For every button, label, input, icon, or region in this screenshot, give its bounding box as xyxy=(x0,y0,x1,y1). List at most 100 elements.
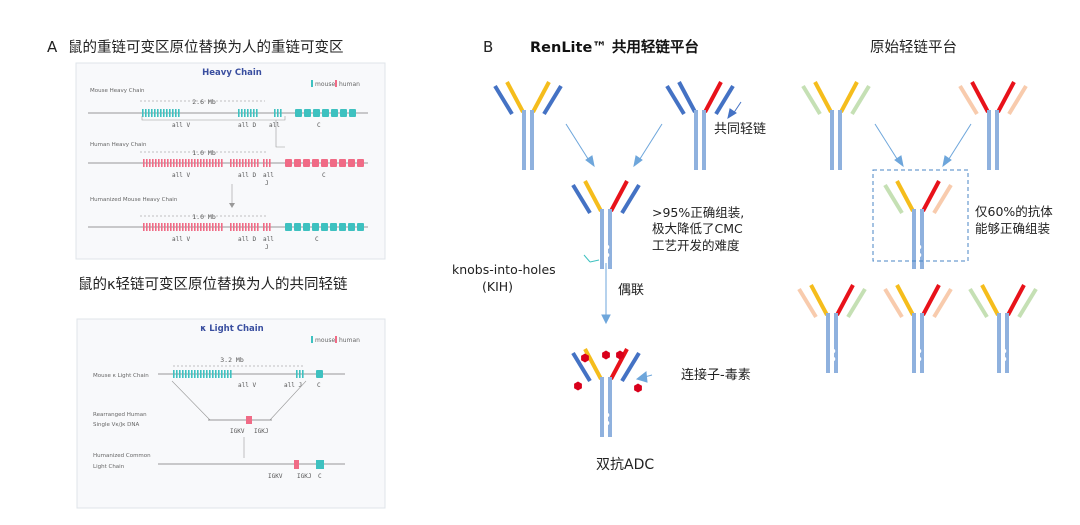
payload-toxin xyxy=(616,350,624,360)
jh-segment xyxy=(263,223,265,231)
vh-segment xyxy=(194,223,196,231)
ch-segment xyxy=(321,223,328,231)
vh-segment xyxy=(182,159,184,167)
vk-segment xyxy=(221,370,223,378)
vh-segment xyxy=(157,109,159,117)
vk-segment xyxy=(209,370,211,378)
ch-segment xyxy=(312,223,319,231)
vh-segment xyxy=(215,159,217,167)
light-row3-igkj: IGKJ xyxy=(297,473,311,480)
light-legend-mouse: mouse xyxy=(315,337,335,344)
heavy-arm-right xyxy=(531,81,551,113)
vh-segment xyxy=(158,223,160,231)
vh-segment xyxy=(169,109,171,117)
light-row3-igkv: IGKV xyxy=(268,473,283,480)
dh-segment xyxy=(230,159,232,167)
vh-segment xyxy=(146,223,148,231)
linker-label: 连接子-毒素 xyxy=(681,367,751,383)
light-legend-human: human xyxy=(339,337,360,344)
dh-segment xyxy=(242,223,244,231)
vh-segment xyxy=(221,223,223,231)
vh-segment xyxy=(179,223,181,231)
heavy-arm-left xyxy=(677,81,697,113)
vh-segment xyxy=(152,159,154,167)
vh-segment xyxy=(167,159,169,167)
heavy-row2-vh: all V xyxy=(172,172,190,179)
vk-segment xyxy=(215,370,217,378)
heavy-arm-right xyxy=(609,180,629,212)
vh-segment xyxy=(173,159,175,167)
dh-segment xyxy=(233,223,235,231)
vk-segment xyxy=(206,370,208,378)
light-row3-label-1: Humanized Common xyxy=(93,453,151,459)
vh-segment xyxy=(188,159,190,167)
heavy-row1-label: Mouse Heavy Chain xyxy=(90,88,145,94)
heavy-row3-dh: all D xyxy=(238,236,256,243)
light-row1-label: Mouse κ Light Chain xyxy=(93,373,149,379)
light-chain-right xyxy=(846,287,867,319)
panel-a-heavy-title: 鼠的重链可变区原位替换为人的重链可变区 xyxy=(68,39,344,56)
light-chain-left xyxy=(958,84,979,116)
ch-segment xyxy=(285,159,292,167)
antibody-mispaired-3 xyxy=(968,284,1038,373)
ch-segment xyxy=(331,109,338,117)
vk-segment xyxy=(182,370,184,378)
correct-assembly-box xyxy=(872,169,969,262)
ch-segment xyxy=(303,223,310,231)
light-chain-left xyxy=(665,84,686,116)
dh-segment xyxy=(248,159,250,167)
light-chain-left xyxy=(797,287,818,319)
common-lc-label: 共同轻链 xyxy=(714,122,766,137)
ch-segment xyxy=(340,109,347,117)
vh-segment xyxy=(188,223,190,231)
dh-segment xyxy=(236,223,238,231)
dh-segment xyxy=(242,159,244,167)
light-chain-right xyxy=(850,84,871,116)
payload-toxin xyxy=(602,350,610,360)
vh-segment xyxy=(164,159,166,167)
vh-segment xyxy=(191,223,193,231)
jh-segment xyxy=(263,159,265,167)
ch-segment xyxy=(330,223,337,231)
ch-segment xyxy=(357,159,364,167)
jk-segment xyxy=(299,370,301,378)
ch-segment xyxy=(321,159,328,167)
dh-segment xyxy=(248,223,250,231)
vh-segment xyxy=(206,159,208,167)
ch-segment xyxy=(294,223,301,231)
dh-segment xyxy=(233,159,235,167)
light-chain-left xyxy=(493,84,514,116)
vh-segment xyxy=(209,223,211,231)
ch-segment xyxy=(330,159,337,167)
light-chain-right xyxy=(932,287,953,319)
light-row3-ck: C xyxy=(318,473,322,480)
vh-segment xyxy=(158,159,160,167)
jk-segment xyxy=(296,370,298,378)
vh-segment xyxy=(221,159,223,167)
ch-segment xyxy=(349,109,356,117)
heavy-row3-jh2: J xyxy=(265,244,269,251)
vh-segment xyxy=(173,223,175,231)
dh-segment xyxy=(244,109,246,117)
ch-segment xyxy=(348,223,355,231)
dh-segment xyxy=(254,159,256,167)
vh-segment xyxy=(191,159,193,167)
heavy-row3-jh: all xyxy=(263,236,274,243)
dh-segment xyxy=(239,159,241,167)
kih-label-2: (KIH) xyxy=(482,279,513,294)
ch-segment xyxy=(348,159,355,167)
vh-segment xyxy=(215,223,217,231)
heavy-row1-dh: all D xyxy=(238,122,256,129)
light-row1-size: 3.2 Mb xyxy=(220,356,244,364)
light-chain-left xyxy=(883,287,904,319)
vh-segment xyxy=(155,223,157,231)
heavy-row2-c: C xyxy=(322,172,326,179)
dh-segment xyxy=(253,109,255,117)
ch-segment xyxy=(322,109,329,117)
vh-segment xyxy=(143,223,145,231)
vh-segment xyxy=(197,223,199,231)
heavy-arm-right xyxy=(1006,284,1026,316)
assembly-label-3: 工艺开发的难度 xyxy=(652,238,740,253)
heavy-arm-left xyxy=(583,348,603,380)
